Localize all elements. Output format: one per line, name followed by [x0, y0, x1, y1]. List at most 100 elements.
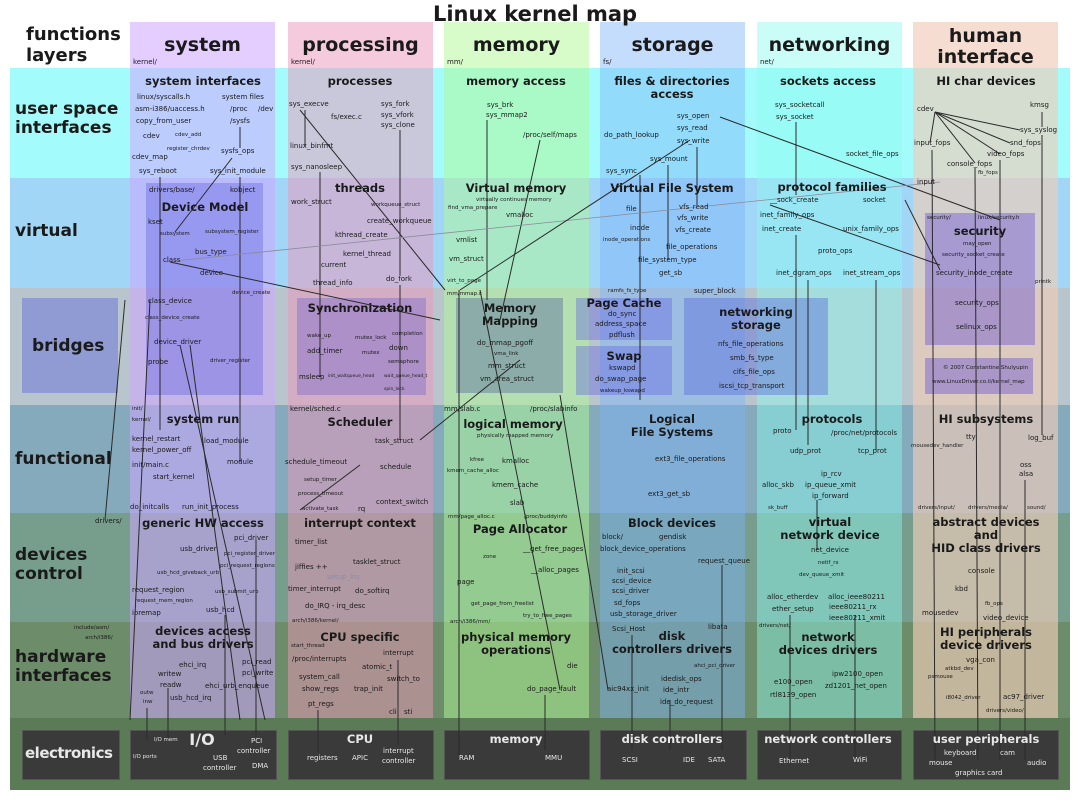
function-label: cli — [389, 708, 397, 716]
function-label: kmsg — [1030, 101, 1049, 109]
connection-line — [769, 204, 941, 266]
function-label: udp_prot — [790, 447, 822, 455]
function-label: ehci_urb_enqueue — [205, 682, 269, 690]
function-label: device — [200, 269, 223, 277]
function-label: switch_to — [387, 675, 420, 683]
function-label: sys_brk — [487, 101, 514, 109]
function-label: find_vma_prepare — [448, 205, 498, 211]
function-label: ehci_irq — [179, 661, 207, 669]
function-label: RAM — [459, 754, 475, 762]
function-label: input — [917, 178, 936, 186]
function-label: arch/i386/kernel/ — [292, 618, 339, 624]
column-3 — [600, 22, 745, 718]
function-label: ide_do_request — [660, 698, 714, 706]
function-label: drivers/base/ — [149, 186, 195, 194]
function-label: alloc_ieee80211 — [828, 593, 885, 601]
function-label: bus_type — [195, 248, 227, 256]
function-label: fb_ops — [985, 601, 1003, 607]
function-label: sys_socket — [776, 113, 814, 121]
column-dir: net/ — [760, 58, 774, 66]
function-label: log_buf — [1028, 434, 1054, 442]
function-label: sk_buff — [768, 505, 788, 511]
function-label: DMA — [252, 762, 269, 770]
function-label: video_fops — [987, 150, 1025, 158]
function-label: subsystem_register — [205, 229, 259, 235]
layer-label: hardware interfaces — [15, 647, 112, 686]
function-label: fs/exec.c — [331, 113, 362, 121]
function-label: current — [321, 261, 347, 269]
cell-title-mem-usi: memory access — [466, 74, 566, 88]
function-label: die — [567, 662, 578, 670]
electronics-box — [22, 730, 120, 780]
function-label: sys_read — [677, 124, 708, 132]
function-label: MMU — [545, 754, 563, 762]
function-label: socket — [863, 196, 886, 204]
connection-line — [974, 167, 979, 761]
function-label: SCSI — [622, 756, 638, 764]
function-label: drivers/video/ — [986, 708, 1024, 714]
function-label: show_regs — [302, 685, 339, 693]
function-label: usb_submit_urb — [215, 589, 259, 595]
function-label: ide_intr — [663, 686, 690, 694]
function-label: pci_read — [242, 658, 272, 666]
function-label: do_path_lookup — [604, 131, 659, 139]
function-label: alsa — [1019, 470, 1034, 478]
function-label: proto_ops — [818, 247, 853, 255]
function-label: inet_create — [762, 225, 802, 233]
function-label: address_space — [595, 320, 647, 328]
function-label: printk — [1035, 279, 1052, 285]
function-label: rq — [358, 505, 366, 513]
function-label: interrupt — [383, 747, 414, 755]
function-label: IDE — [683, 756, 695, 764]
layer-label: electronics — [25, 744, 113, 762]
function-label: I/O mem — [154, 737, 178, 743]
function-label: schedule_timeout — [285, 458, 348, 466]
function-label: vm_area_struct — [480, 375, 534, 383]
cell-title-sto-dev: Block devices — [627, 516, 717, 530]
function-label: inet_dgram_ops — [776, 269, 832, 277]
function-label: © 2007 Constantine Shulyupin — [943, 365, 1029, 371]
bridges-box — [22, 298, 118, 393]
function-label: timer_interrupt — [288, 585, 341, 593]
function-label: pdflush — [609, 331, 635, 339]
electronics-box — [913, 730, 1059, 780]
function-label: driver_register — [210, 358, 251, 364]
connection-line — [179, 344, 266, 721]
function-label: sys_socketcall — [775, 101, 825, 109]
function-label: register_chrdev — [167, 146, 210, 152]
function-label: usb_hcd_giveback_urb — [157, 570, 220, 576]
function-label: do_swap_page — [595, 375, 647, 383]
function-label: ext3_file_operations — [655, 455, 726, 463]
function-label: vmlist — [456, 236, 478, 244]
function-label: idedisk_ops — [661, 675, 702, 683]
connection-line — [459, 139, 691, 291]
function-label: setup_irq — [327, 573, 360, 581]
function-label: PCI — [251, 737, 263, 745]
connection-line — [169, 261, 441, 321]
cell-title-mem-hw: physical memory operations — [460, 630, 572, 657]
function-label: Scsi_Host — [612, 625, 646, 633]
cell-title-mem-dev: Page Allocator — [472, 522, 568, 536]
connection-line — [189, 344, 241, 721]
function-label: mousedev_handler — [911, 443, 964, 449]
function-label: sys_fork — [381, 100, 410, 108]
function-label: kobject — [230, 186, 256, 194]
function-label: system files — [222, 93, 264, 101]
function-label: socket_file_ops — [846, 150, 899, 158]
function-label: class_device_create — [145, 315, 200, 321]
function-label: virtually continues memory — [476, 197, 552, 203]
connection-line — [479, 289, 561, 691]
function-label: security_ops — [955, 299, 999, 307]
function-label: cifs_file_ops — [733, 368, 775, 376]
cell-title-proc-dev: interrupt context — [304, 516, 416, 530]
cell-title-hi-virt: security — [953, 224, 1007, 238]
function-label: mm/page_alloc.c — [448, 514, 495, 520]
security-box — [925, 213, 1035, 345]
cell-title-mem-virt: Virtual memory — [465, 181, 567, 195]
function-label: module — [227, 458, 254, 466]
function-label: class — [163, 256, 181, 264]
function-label: console_fops — [947, 160, 993, 168]
function-label: zd1201_net_open — [825, 682, 887, 690]
connection-line — [934, 111, 1011, 144]
